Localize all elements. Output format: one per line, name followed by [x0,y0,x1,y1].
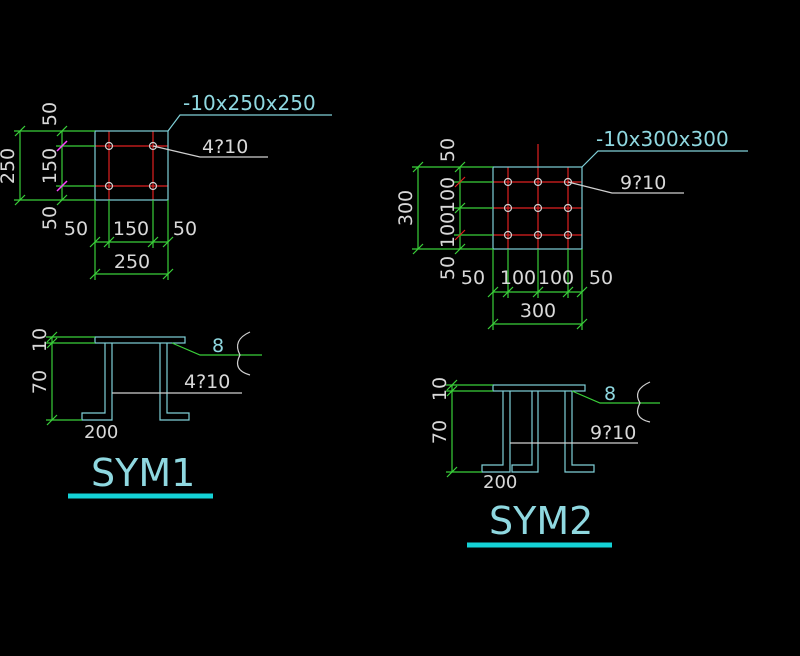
sym1-bolt-hole [104,181,114,191]
sym2-bolt-hole [533,177,543,187]
sym1-bolt-label: 4?10 [202,136,248,158]
sym1-bolt-leader [152,145,268,158]
sym1-plate-section [94,336,186,344]
sym1-bolt-hole [148,181,158,191]
sym2-dim-left-1: 50 [437,138,459,162]
sym1-title: SYM1 [91,451,195,495]
sym2-dim-left-2: 100 [437,177,459,213]
sym1-dim-left-3: 50 [39,206,61,230]
sym2-plate-label: -10x300x300 [596,127,729,151]
sym1-dim-tick [56,180,68,192]
sym1-dim-left-2: 150 [39,148,61,184]
sym1-bottom-dimension [89,200,174,280]
sym2-dim-bottom-3: 100 [538,267,574,289]
sym2-bolt-hole [563,177,573,187]
sym2-plate-section [492,384,586,392]
sym2-plate-leader [581,150,748,168]
sym1-weld-size: 8 [212,335,224,357]
sym2-dim-left-total: 300 [395,190,417,226]
sym2-section-dimension [446,379,493,478]
sym2-dim-tick [454,229,466,241]
sym2-bottom-dimension [487,249,588,330]
sym2-section-view: 10 70 8 9?10 200 [429,377,660,493]
sym1-dim-bottom-1: 50 [64,218,88,240]
sym1-dim-left-total: 250 [0,148,19,184]
sym1-anchor-left [81,343,113,421]
sym2-left-dimension [412,161,493,255]
sym2-title: SYM2 [489,499,593,543]
sym2-dim-anchor-length: 70 [429,420,451,444]
sym2-dim-left-3: 100 [437,212,459,248]
sym2-bolt-hole [503,203,513,213]
sym2-bolt-hole [533,203,543,213]
sym1-bolt-hole [148,141,158,151]
sym2-dim-bottom-total: 300 [520,300,556,322]
sym1-dim-left-1: 50 [39,102,61,126]
sym2-anchor-middle [511,391,539,473]
sym1-dim-anchor-length: 70 [29,370,51,394]
sym1-bolt-hole [104,141,114,151]
sym2-bolt-leader [567,181,684,194]
sym1-dim-tick [56,140,68,152]
sym2-dim-bottom-2: 100 [500,267,536,289]
sym2-section-bolt-label: 9?10 [590,422,636,444]
sym1-plate-leader [167,114,332,132]
sym2-bolt-hole [503,230,513,240]
sym1-hook-length: 200 [84,422,118,443]
sym2-dim-bottom-4: 50 [589,267,613,289]
sym2-bolt-hole [503,177,513,187]
sym2-dim-plate-thickness: 10 [429,377,451,401]
sym1-dim-bottom-3: 50 [173,218,197,240]
sym2-bolt-hole [533,230,543,240]
sym1-section-bolt-label: 4?10 [184,371,230,393]
sym2-hook-length: 200 [483,472,517,493]
sym1-section-dimension [46,331,95,426]
sym2-anchor-left [481,391,511,473]
sym2-plan-view: -10x300x300 9?10 50 100 100 50 300 [395,127,748,330]
sym2-dim-bottom-1: 50 [461,267,485,289]
sym2-bolt-label: 9?10 [620,172,666,194]
sym2-anchor-right [564,391,595,473]
sym2-dim-left-4: 50 [437,256,459,280]
sym1-left-dimension [14,125,95,206]
sym1-weld-symbol [171,331,262,376]
sym1-anchor-right [159,343,190,421]
sym1-dim-bottom-2: 150 [113,218,149,240]
sym1-plan-view: -10x250x250 4?10 50 150 50 250 [0,91,332,280]
sym2-bolt-hole [563,203,573,213]
sym1-plate-label: -10x250x250 [183,91,316,115]
sym2-weld-symbol [571,381,660,423]
sym1-base-plate [94,130,169,201]
sym1-section-view: 10 70 8 4?10 200 [29,328,262,443]
sym2-bolt-hole [563,230,573,240]
sym2-weld-size: 8 [604,383,616,405]
sym1-dim-plate-thickness: 10 [29,328,51,352]
sym1-dim-bottom-total: 250 [114,251,150,273]
sym2-dim-tick [454,176,466,188]
